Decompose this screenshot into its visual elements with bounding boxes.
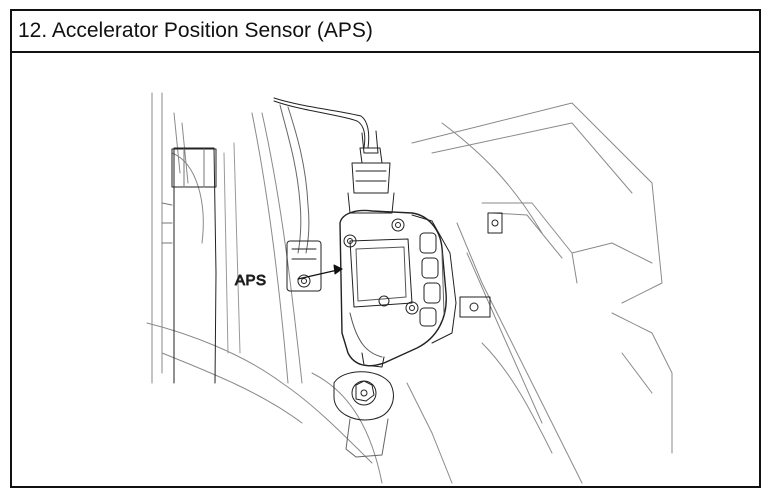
sensor-connector [347,147,395,214]
section-header: 12. Accelerator Position Sensor (APS) [12,11,759,53]
wire-harness [273,97,379,254]
aps-sensor-body [339,209,447,368]
aps-callout-arrow [297,264,343,280]
mount-bolt [333,371,394,458]
pedal-arm [161,142,241,384]
section-title: 12. Accelerator Position Sensor (APS) [18,19,373,42]
aps-illustration: APS [12,53,759,486]
right-bracket [459,212,503,318]
document-frame: 12. Accelerator Position Sensor (APS) [10,9,761,488]
wire-clip [286,240,322,292]
mounting-plate [411,214,457,344]
line-drawing: APS [146,92,673,484]
background-panels [146,92,673,484]
aps-callout-label: APS [235,272,267,289]
